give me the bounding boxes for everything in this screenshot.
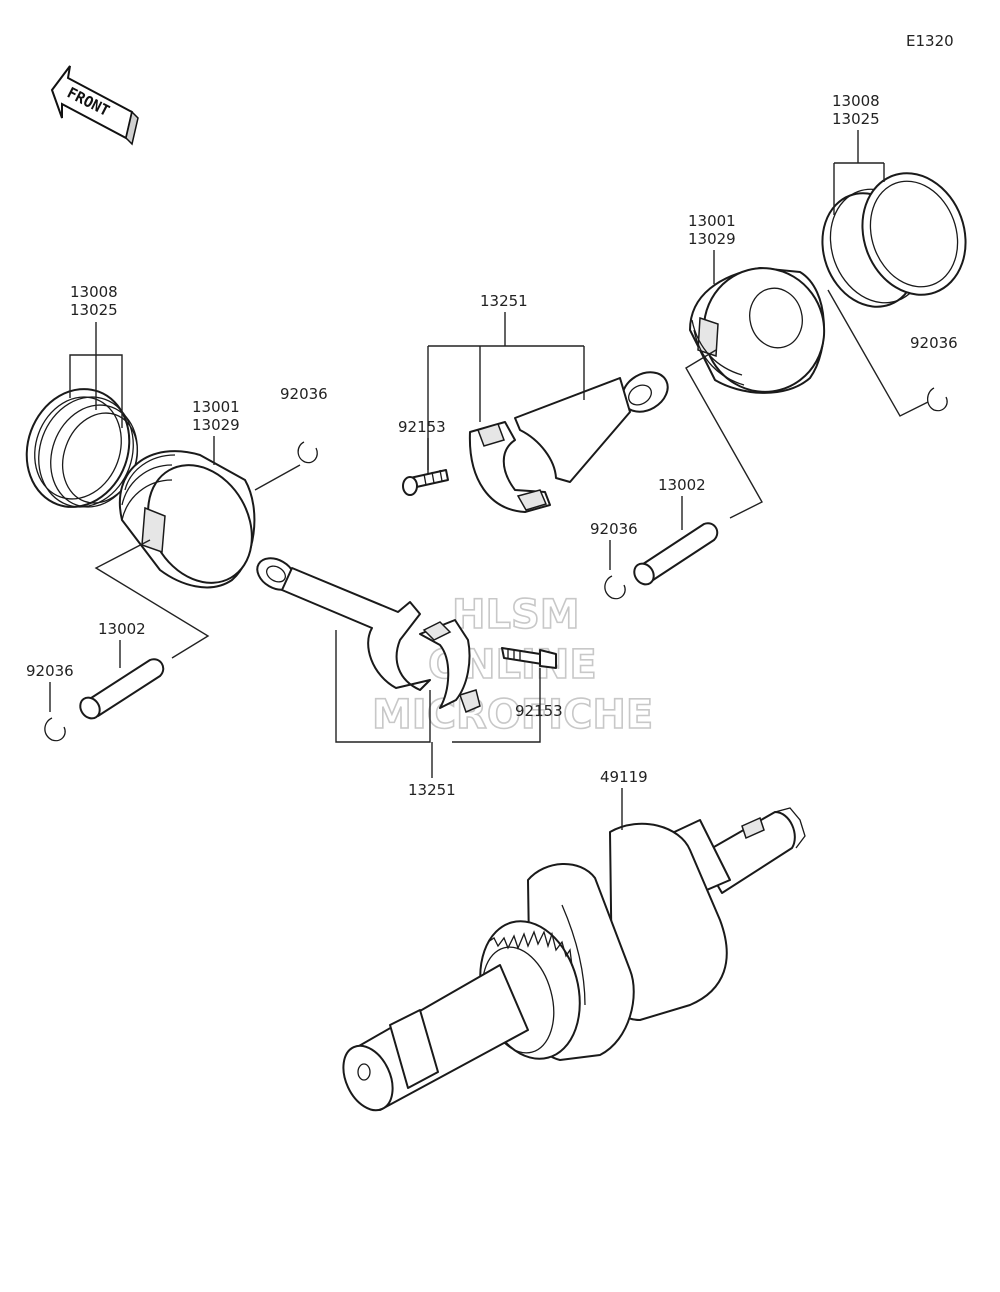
connecting-rod-left [256,557,481,714]
label-bolt-top: 92153 [398,418,446,436]
ring-set-left [25,388,138,508]
piston-right [689,267,826,394]
piston-pin-left [79,658,165,720]
label-pin-left: 13002 [98,620,146,638]
watermark-line-3: MICROFICHE [372,692,653,738]
label-ring-set-right-1: 13008 [832,92,880,110]
label-piston-left-2: 13029 [192,416,240,434]
connecting-rod-top [468,371,669,513]
circlip-left-bottom [44,717,66,742]
label-ring-set-left-2: 13025 [70,301,118,319]
bolt-bottom [501,647,557,669]
piston-pin-right [633,522,719,586]
label-circlip-right-top: 92036 [910,334,958,352]
label-circlip-left-bottom: 92036 [26,662,74,680]
circlip-right-bottom [604,575,626,600]
bolt-top [402,469,449,496]
label-ring-set-right-2: 13025 [832,110,880,128]
circlip-right-top [926,387,948,412]
label-circlip-right-bottom: 92036 [590,520,638,538]
label-ring-set-left-1: 13008 [70,283,118,301]
watermark-line-1: HLSM [452,592,580,638]
label-pin-right: 13002 [658,476,706,494]
label-rod-top: 13251 [480,292,528,310]
circlip-left-top [297,441,318,464]
label-piston-right-2: 13029 [688,230,736,248]
ring-set-right [821,172,967,308]
label-crankshaft: 49119 [600,768,648,786]
label-rod-bottom: 13251 [408,781,456,799]
label-piston-right-1: 13001 [688,212,736,230]
label-piston-left-1: 13001 [192,398,240,416]
label-bolt-bottom: 92153 [515,702,563,720]
front-arrow-icon: FRONT [50,65,139,146]
diagram-code: E1320 [906,32,954,50]
piston-left [119,450,256,589]
label-circlip-left-top: 92036 [280,385,328,403]
crankshaft [342,807,806,1112]
